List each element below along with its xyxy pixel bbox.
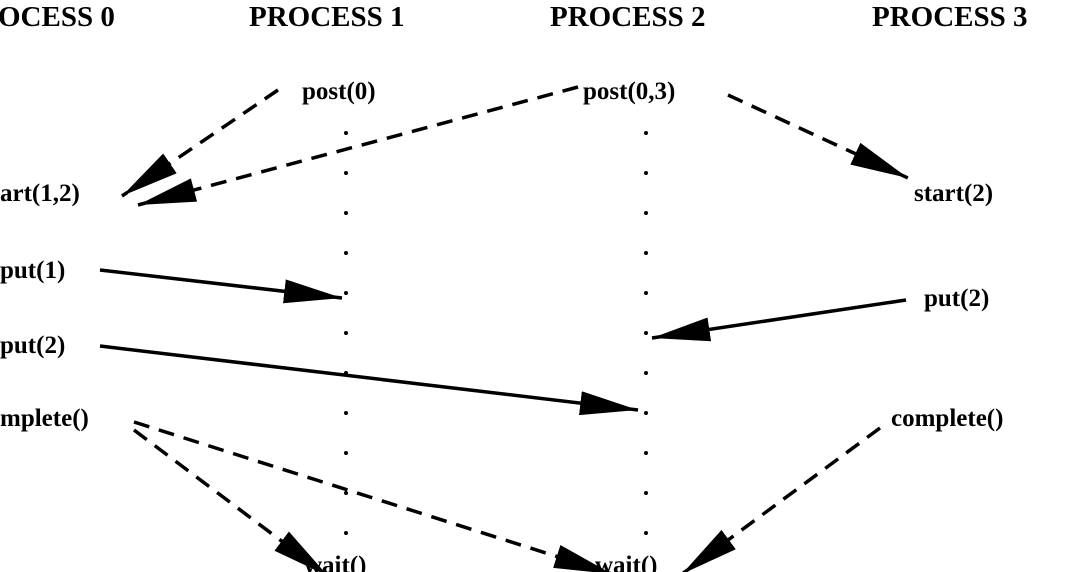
- arrow-post03-to-start: [137, 85, 579, 207]
- arrow-p3put2-to-process2: [651, 298, 907, 342]
- arrow-p3complete-to-wait2: [681, 426, 882, 572]
- arrow-complete-to-wait1: [132, 428, 328, 572]
- arrow-put1-to-process1: [99, 268, 343, 304]
- process0-put2-label: put(2): [0, 332, 66, 359]
- arrow-put2-to-process2: [99, 344, 639, 416]
- process0-put1-label: put(1): [0, 257, 66, 284]
- process0-complete-label: mplete(): [0, 405, 89, 432]
- process1-header: PROCESS 1: [249, 1, 405, 33]
- process2-wait-label: wait(): [595, 552, 658, 572]
- process2-header: PROCESS 2: [550, 1, 706, 33]
- process3-header: PROCESS 3: [872, 1, 1028, 33]
- arrow-post03-to-start2: [727, 93, 909, 180]
- arrow-post0-to-start: [121, 88, 279, 198]
- process0-header: OCESS 0: [0, 1, 115, 33]
- arrow-complete-to-wait2: [133, 420, 612, 572]
- process1-wait-label: wait(): [304, 552, 367, 572]
- process3-start-label: start(2): [914, 180, 994, 207]
- process3-complete-label: complete(): [891, 405, 1004, 432]
- process0-start-label: art(1,2): [0, 180, 80, 207]
- process1-post-label: post(0): [302, 78, 376, 105]
- process2-post-label: post(0,3): [583, 78, 676, 105]
- process3-put2-label: put(2): [924, 285, 990, 312]
